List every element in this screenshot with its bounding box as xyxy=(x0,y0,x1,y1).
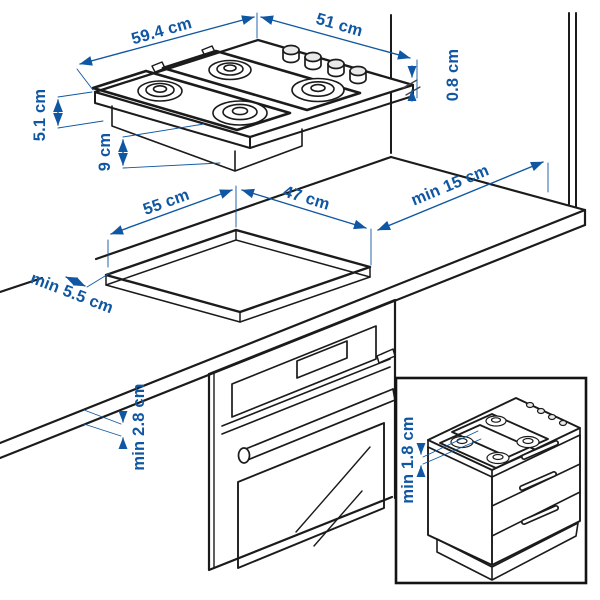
dim-cutout-width: 55 cm xyxy=(107,185,237,268)
inset-box-border xyxy=(394,376,588,585)
oven-illustration xyxy=(207,298,397,572)
dim-hob-cabinet-gap: min 1.8 cm xyxy=(399,416,482,504)
control-knob-4 xyxy=(349,65,367,85)
hob-illustration xyxy=(91,38,421,172)
burner-back xyxy=(208,59,252,81)
dim-hob-cabinet-gap-label: min 1.8 cm xyxy=(399,416,417,503)
control-knob-1 xyxy=(282,44,300,64)
dim-worktop-thickness: min 2.8 cm xyxy=(83,383,148,471)
inset-control-knobs xyxy=(525,401,568,427)
control-knob-3 xyxy=(327,58,345,78)
oven-door-glass xyxy=(237,422,385,569)
oven-handle-bracket xyxy=(392,388,396,401)
inset-cabinet-illustration xyxy=(427,397,581,581)
oven-control-panel xyxy=(231,325,377,418)
worktop-cutout xyxy=(104,228,372,323)
dim-hob-height: 5.1 cm xyxy=(31,89,104,142)
pan-support-near xyxy=(91,69,292,132)
oven-handle xyxy=(237,388,396,464)
dim-worktop-thickness-label: min 2.8 cm xyxy=(130,383,148,470)
worktop-back-edge xyxy=(0,155,393,294)
oven-glass-shine-lines xyxy=(295,446,371,547)
burner-right xyxy=(291,77,345,103)
inset-cabinet-plinth xyxy=(436,522,579,581)
worktop-front-top-edge xyxy=(0,208,587,445)
dim-side-clearance-label: min 15 cm xyxy=(409,161,492,209)
oven-handle-bar xyxy=(242,388,396,462)
oven-latch xyxy=(376,348,396,364)
dim-hob-edge-height-label: 0.8 cm xyxy=(444,49,462,102)
dim-hob-recess-depth: 9 cm xyxy=(96,123,221,171)
hob-underbox-edges xyxy=(111,105,303,172)
dim-hob-recess-depth-label: 9 cm xyxy=(96,133,114,171)
oven-door-top-edge xyxy=(221,358,391,435)
dim-cutout-edge-clearance-label: min 5.5 cm xyxy=(28,269,116,317)
oven-outline xyxy=(207,298,397,572)
inset-pan-support-far xyxy=(451,413,549,458)
dim-cutout-depth: 47 cm xyxy=(241,183,372,266)
dim-hob-height-label: 5.1 cm xyxy=(31,89,49,142)
control-knob-2 xyxy=(304,51,322,71)
oven-display-window xyxy=(296,340,348,379)
oven-handle-end-cap xyxy=(237,447,251,464)
burner-left xyxy=(137,80,183,102)
dim-hob-width-label: 59.4 cm xyxy=(129,14,194,48)
cutout-corner-edges xyxy=(105,229,371,323)
dim-side-clearance: min 15 cm xyxy=(377,161,549,231)
dim-hob-edge-height: 0.8 cm xyxy=(407,49,462,102)
inset-view: min 1.8 cm xyxy=(394,376,588,585)
dim-hob-depth-label: 51 cm xyxy=(314,10,365,40)
inset-drawer-handles xyxy=(519,440,559,525)
hob-underbox xyxy=(111,105,303,172)
burner-front xyxy=(212,100,268,126)
dim-cutout-edge-clearance: min 5.5 cm xyxy=(28,269,116,317)
